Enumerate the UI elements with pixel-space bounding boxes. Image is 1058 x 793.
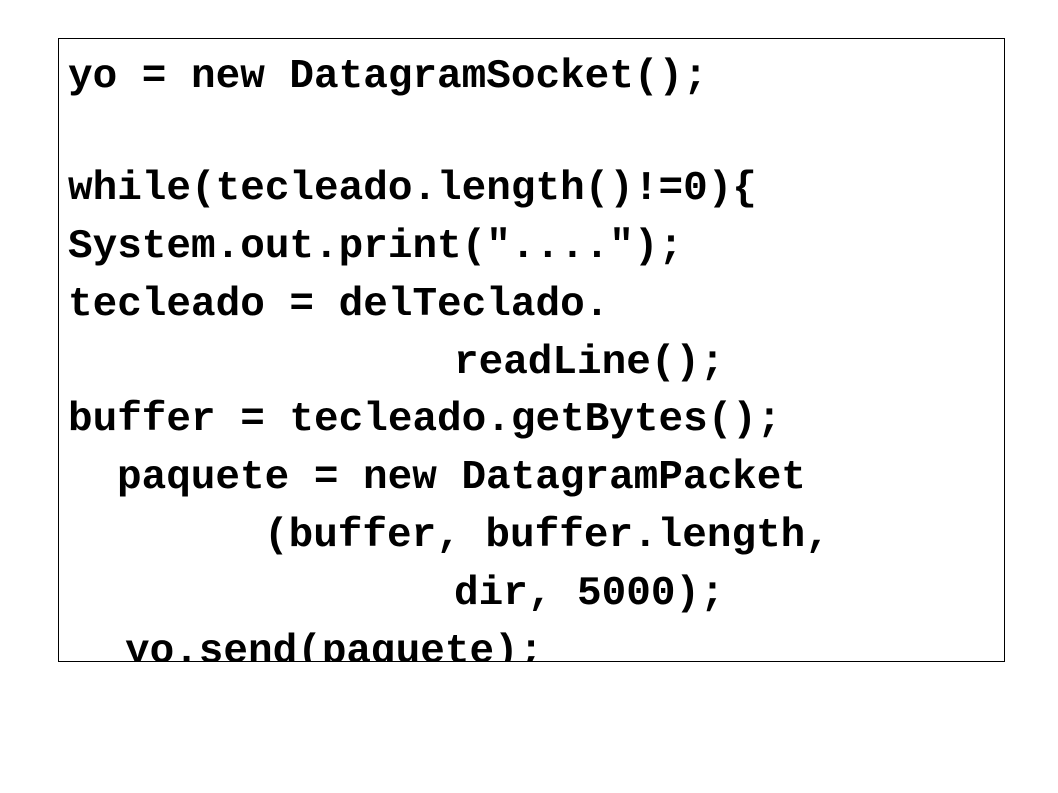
code-block: yo = new DatagramSocket(); while(teclead… xyxy=(58,38,1005,662)
code-line: buffer = tecleado.getBytes(); xyxy=(68,397,782,443)
code-line: while(tecleado.length()!=0){ xyxy=(68,166,757,212)
code-line: tecleado = delTeclado. xyxy=(68,282,610,328)
code-line: paquete = new DatagramPacket xyxy=(117,455,806,501)
code-line: yo.send(paquete); xyxy=(125,629,544,662)
code-line: yo = new DatagramSocket(); xyxy=(68,54,708,100)
code-line: dir, 5000); xyxy=(454,571,725,617)
code-line: readLine(); xyxy=(454,340,725,386)
code-line: (buffer, buffer.length, xyxy=(264,513,830,559)
code-line: System.out.print("...."); xyxy=(68,224,684,270)
